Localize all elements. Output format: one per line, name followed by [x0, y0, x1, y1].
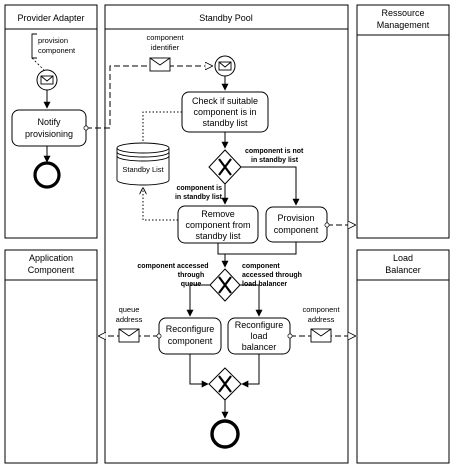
- cond-via-lb-3: load balancer: [242, 281, 287, 288]
- flow-gateway-to-provision: [241, 166, 300, 206]
- data-association-check: [142, 111, 182, 141]
- cond-not-in-list-2: in standby list: [251, 157, 299, 164]
- annotation-association: [31, 57, 45, 71]
- pool-title-resource-management-1: Ressource: [381, 8, 424, 18]
- end-event-standby-icon: [210, 419, 240, 449]
- flow-provision-to-gateway2: [225, 242, 297, 255]
- pool-title-application-component-1: Application: [29, 253, 73, 263]
- task-notify-provisioning: Notify provisioning: [11, 109, 87, 147]
- exclusive-gateway-2-icon: [209, 268, 241, 302]
- data-association-remove: [143, 188, 178, 221]
- cond-not-in-list-1: component is not: [245, 148, 304, 155]
- pool-title-load-balancer-2: Balancer: [385, 265, 421, 275]
- message-start-event-standby-icon: [214, 55, 236, 77]
- task-remove-label-2: component from: [185, 220, 250, 230]
- task-provision-label-2: component: [274, 225, 319, 235]
- task-provision-component: Provision component: [265, 206, 328, 243]
- task-check-label-1: Check if suitable: [192, 96, 258, 106]
- flow-gateway2-to-reconf-lb: [240, 284, 263, 317]
- task-reconf-lb-label-2: load: [250, 331, 267, 341]
- cond-via-lb-2: accessed through: [242, 272, 302, 279]
- flow-gateway2-to-reconf-comp: [186, 284, 210, 317]
- end-event-provider-icon: [33, 161, 61, 189]
- task-check-standby-list: Check if suitable component is in standb…: [181, 91, 269, 133]
- task-provision-label-1: Provision: [277, 213, 314, 223]
- msg-component-identifier-1: component: [146, 33, 184, 42]
- msg-component-address-1: component: [302, 305, 340, 314]
- task-notify-label-1: Notify: [37, 117, 61, 127]
- message-start-event-icon: [36, 69, 58, 91]
- cond-via-queue-2: through: [178, 272, 204, 279]
- flow-reconf-comp-to-gateway3: [189, 354, 209, 388]
- cond-via-lb-1: component: [242, 263, 280, 270]
- task-check-label-2: component is in: [193, 107, 256, 117]
- envelope-queue-address-icon: [118, 328, 140, 343]
- task-reconf-comp-label-2: component: [168, 336, 213, 346]
- msg-component-identifier-2: identifier: [151, 43, 180, 52]
- annotation-provision-1: provision: [38, 36, 68, 45]
- pool-title-provider-adapter: Provider Adapter: [17, 13, 84, 23]
- msg-queue-address-1: queue: [119, 305, 140, 314]
- flow-reconf-lb-to-gateway3: [241, 354, 260, 388]
- task-reconf-lb-label-1: Reconfigure: [235, 320, 284, 330]
- task-reconfigure-component: Reconfigure component: [158, 317, 222, 355]
- task-reconfigure-load-balancer: Reconfigure load balancer: [227, 317, 291, 355]
- pool-title-resource-management-2: Management: [377, 20, 430, 30]
- task-remove-from-list: Remove component from standby list: [177, 205, 259, 244]
- cond-via-queue-1: component accessed: [137, 263, 208, 270]
- annotation-bracket: [31, 33, 37, 59]
- pool-title-load-balancer-1: Load: [393, 253, 413, 263]
- msg-component-address-2: address: [308, 315, 335, 324]
- task-remove-label-1: Remove: [201, 209, 235, 219]
- task-notify-label-2: provisioning: [25, 129, 73, 139]
- msg-queue-address-2: address: [116, 315, 143, 324]
- pool-title-standby-pool: Standby Pool: [199, 13, 253, 23]
- cond-in-list-1: component is: [176, 185, 222, 192]
- cond-in-list-2: in standby list: [175, 194, 223, 201]
- pool-title-application-component-2: Component: [28, 265, 75, 275]
- envelope-component-address-icon: [310, 328, 332, 343]
- task-remove-label-3: standby list: [195, 231, 241, 241]
- task-check-label-3: standby list: [202, 118, 248, 128]
- pool-load-balancer: Load Balancer: [356, 249, 450, 464]
- annotation-provision-2: component: [38, 46, 76, 55]
- data-store-standby-list-icon: [116, 142, 170, 186]
- pool-resource-management: Ressource Management: [356, 4, 450, 239]
- task-reconf-comp-label-1: Reconfigure: [166, 324, 215, 334]
- task-reconf-lb-label-3: balancer: [242, 342, 277, 352]
- data-store-label: Standby List: [122, 165, 164, 174]
- flow-remove-to-gateway2: [217, 243, 229, 268]
- pool-application-component: Application Component: [4, 249, 98, 464]
- envelope-component-identifier-icon: [149, 57, 171, 72]
